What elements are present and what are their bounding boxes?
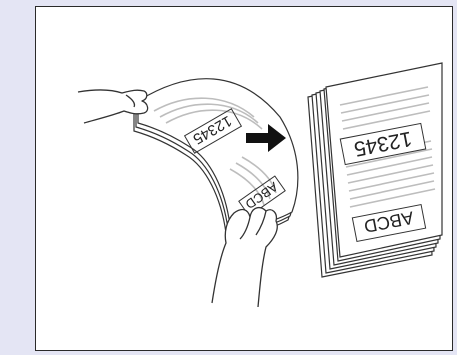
illustration-panel: 12345 ABCD: [35, 6, 453, 351]
lower-hand: [212, 208, 277, 307]
stacked-paper: [308, 63, 442, 277]
paper-loading-illustration: 12345 ABCD: [36, 7, 454, 352]
